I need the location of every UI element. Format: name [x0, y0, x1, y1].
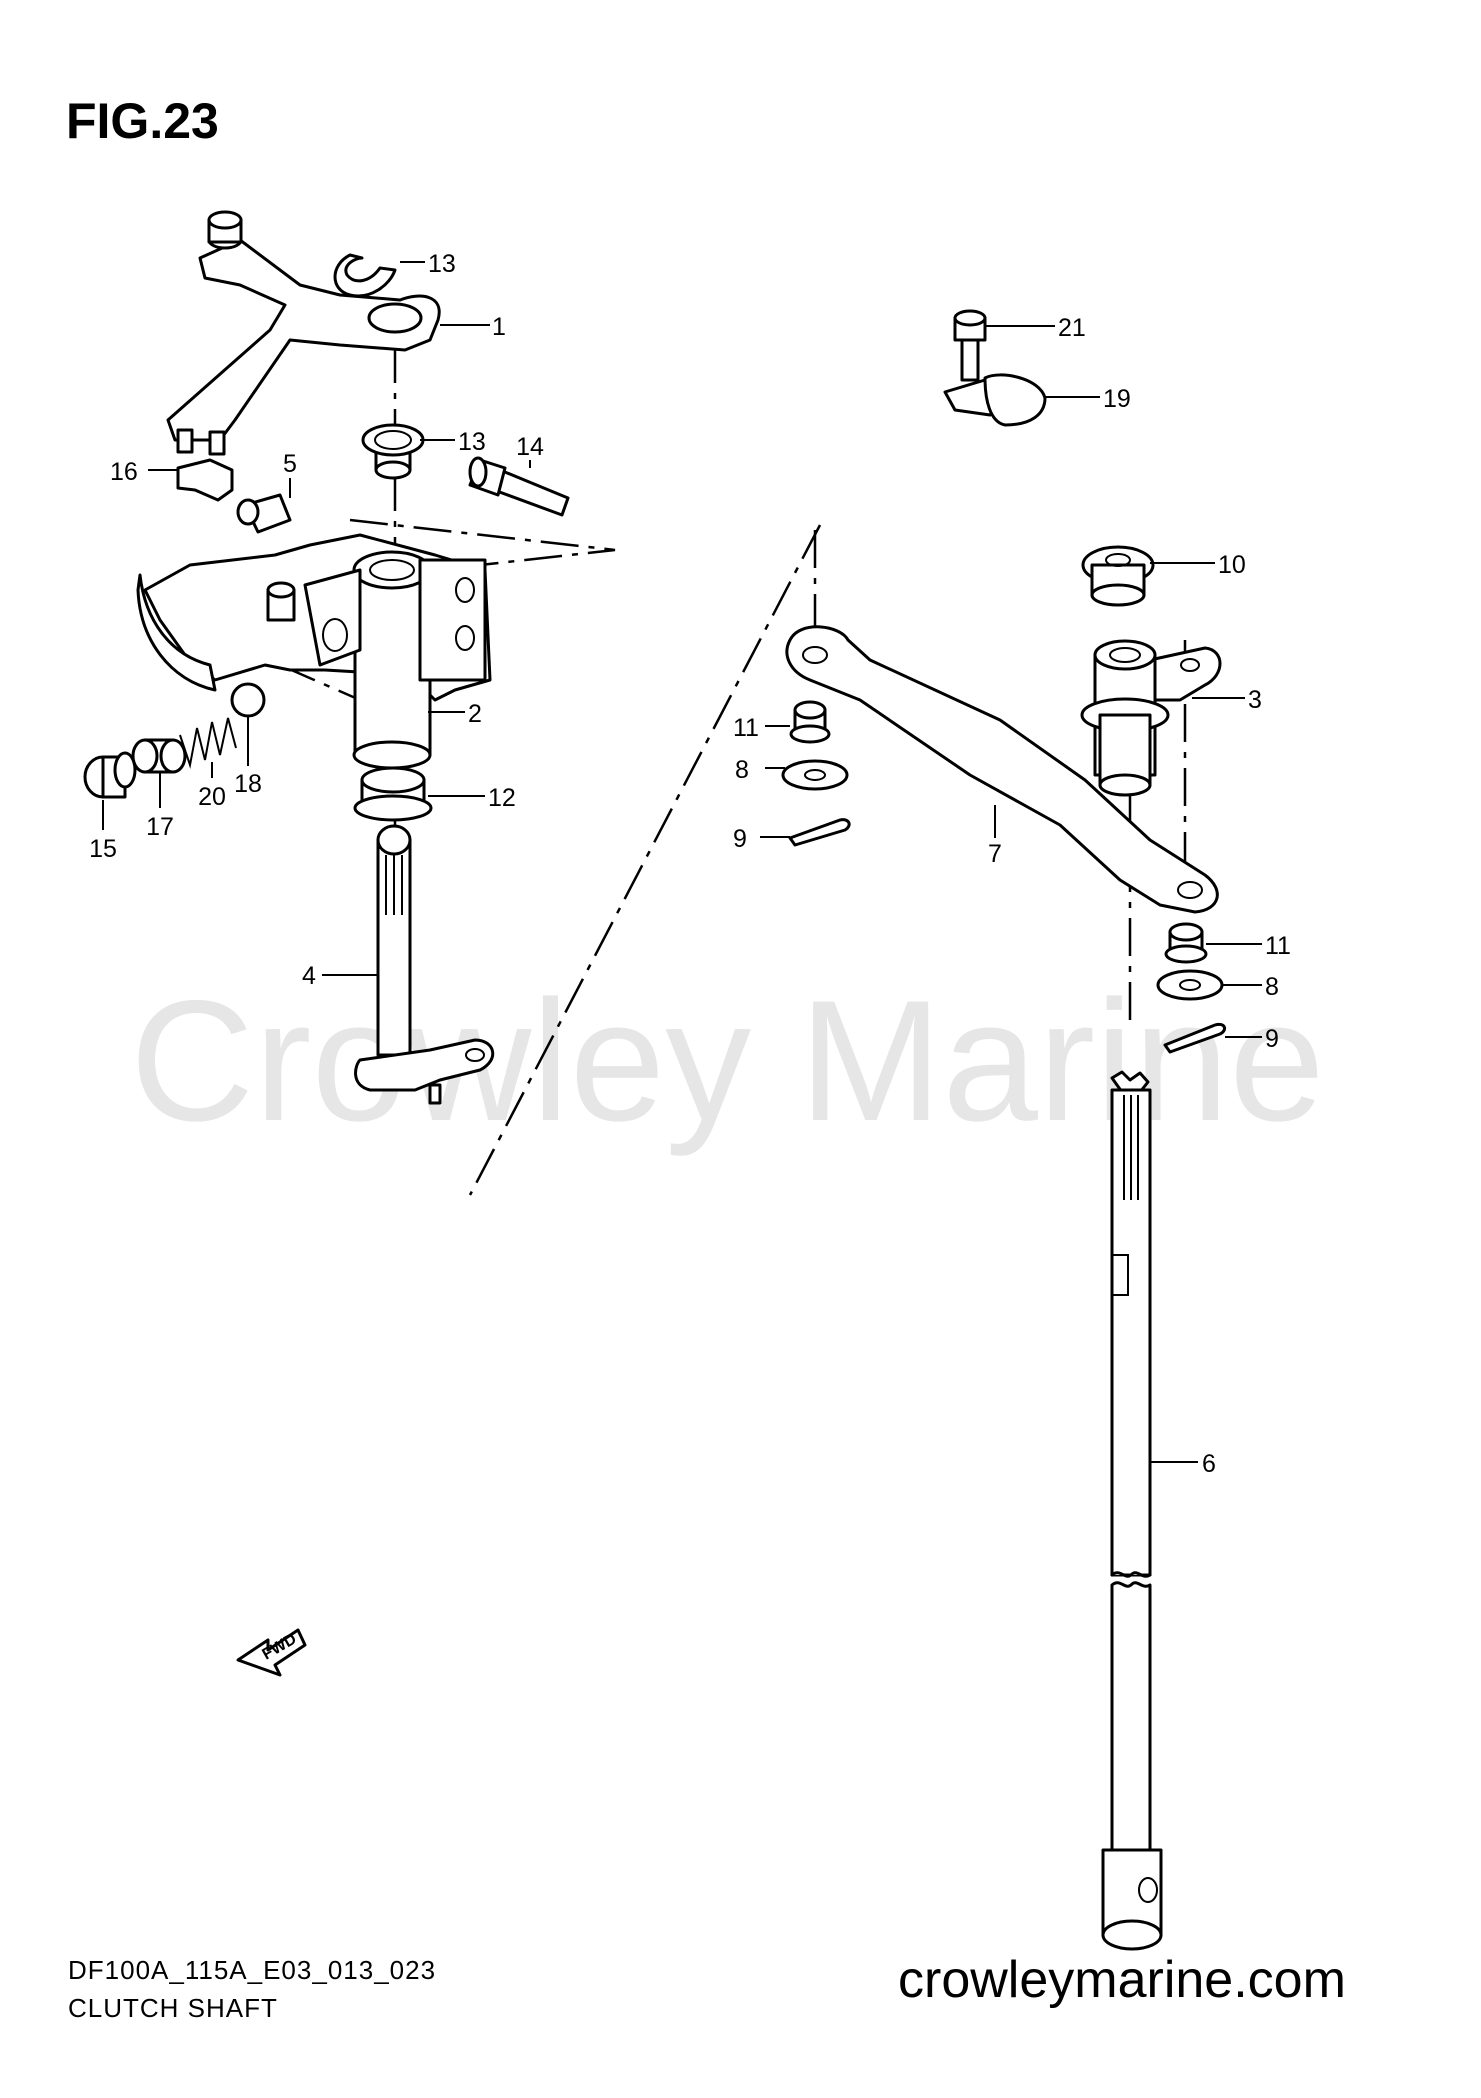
part-clamp: [943, 373, 1047, 427]
callout-11: 11: [1265, 932, 1291, 960]
part-bushing-upper: [361, 423, 425, 480]
assembly-line-bolt-14: [344, 518, 616, 582]
callout-4: 4: [302, 962, 316, 990]
fwd-arrow-icon: FWD: [236, 1628, 307, 1677]
callout-21: 21: [1058, 314, 1086, 342]
part-link-rod: [785, 625, 1219, 914]
part-cotter-pin-9-upper: [788, 818, 851, 847]
callout-9: 9: [1265, 1025, 1279, 1053]
callout-6: 6: [1202, 1450, 1216, 1478]
callout-10: 10: [1218, 551, 1246, 579]
part-bushing-lower: [353, 766, 433, 822]
part-ball: [230, 682, 266, 718]
part-washer-8-upper: [781, 759, 849, 791]
callout-19: 19: [1103, 385, 1131, 413]
callout-16: 16: [110, 458, 138, 486]
callout-14: 14: [516, 433, 544, 461]
callout-9: 9: [733, 825, 747, 853]
part-plug-large: [1081, 545, 1155, 607]
model-code: DF100A_115A_E03_013_023: [68, 1955, 437, 1985]
part-bushing-small: [131, 738, 187, 774]
part-bolt: [468, 456, 570, 517]
part-clutch-shaft: [1101, 1070, 1163, 1951]
callout-8: 8: [735, 756, 749, 784]
callout-7: 7: [988, 840, 1002, 868]
callout-17: 17: [146, 813, 174, 841]
assembly-line-diagonal: [468, 524, 822, 1196]
part-clip-16: [176, 458, 234, 502]
callout-13: 13: [458, 428, 486, 456]
callout-13: 13: [428, 250, 456, 278]
callout-12: 12: [488, 784, 516, 812]
callout-3: 3: [1248, 686, 1262, 714]
diagram-name: CLUTCH SHAFT: [68, 1993, 278, 2023]
part-shift-lever-arm: [166, 210, 441, 456]
callout-11: 11: [733, 714, 759, 742]
part-shift-housing: [136, 533, 492, 770]
part-grease-fitting: [236, 493, 292, 534]
part-clutch-rod: [354, 824, 494, 1105]
part-e-clip: [333, 253, 397, 298]
callout-8: 8: [1265, 973, 1279, 1001]
part-bushing-11-lower: [1164, 922, 1208, 964]
part-arm: [1080, 639, 1222, 797]
callout-5: 5: [283, 450, 297, 478]
callout-18: 18: [234, 770, 262, 798]
part-plug: [83, 751, 137, 799]
part-bushing-11-upper: [789, 700, 831, 744]
figure-title: FIG.23: [66, 93, 219, 149]
callout-2: 2: [468, 700, 482, 728]
part-washer-8-lower: [1156, 969, 1224, 1001]
callout-15: 15: [89, 835, 117, 863]
callout-20: 20: [198, 783, 226, 811]
part-bolt-small: [953, 309, 987, 382]
part-cotter-pin-9-lower: [1163, 1022, 1227, 1054]
part-spring: [179, 717, 237, 769]
website-link[interactable]: crowleymarine.com: [898, 1951, 1346, 2009]
callout-1: 1: [492, 313, 506, 341]
